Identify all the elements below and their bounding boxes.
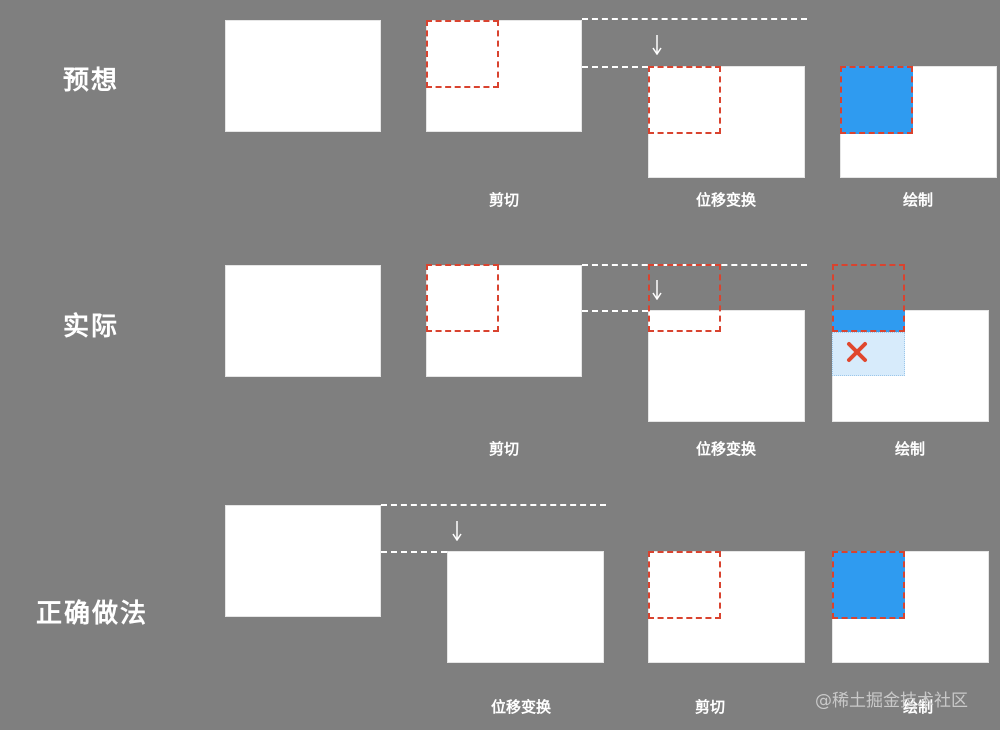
watermark: @稀土掘金技术社区 [815,691,968,711]
original-canvas [225,505,381,617]
translate-canvas [447,551,604,663]
caption-translate: 位移变换 [490,698,551,716]
guide-line-shifted [381,551,447,553]
caption-draw: 绘制 [894,440,925,458]
row-title-actual: 实际 [63,312,120,342]
down-arrow-icon [652,35,662,55]
clip-region [426,20,499,88]
guide-line-shifted [582,66,648,68]
x-mark-icon [847,342,867,362]
unpainted-area [832,332,905,376]
clip-region-stale [832,264,905,332]
original-canvas [225,20,381,132]
clip-canvas [426,265,582,377]
caption-translate: 位移变换 [695,440,756,458]
clip-region-stale [648,264,721,332]
guide-line-top [381,504,606,506]
caption-draw: 绘制 [902,698,933,716]
painted-area [832,310,905,332]
caption-clip: 剪切 [488,440,519,458]
caption-translate: 位移变换 [695,191,756,209]
down-arrow-icon [452,521,462,541]
row-title-expected: 预想 [63,66,120,96]
clip-region [426,264,499,332]
row-title-correct: 正确做法 [36,599,149,629]
caption-clip: 剪切 [488,191,519,209]
clip-canvas [648,551,805,663]
clip-region [832,551,905,619]
clip-region [648,66,721,134]
clip-canvas [426,20,582,132]
guide-line-shifted [582,310,648,312]
painted-area [832,551,905,619]
caption-draw: 绘制 [902,191,933,209]
clip-region [840,66,913,134]
clip-region [648,551,721,619]
down-arrow-icon [652,280,662,300]
caption-clip: 剪切 [694,698,725,716]
translate-canvas [648,310,805,422]
painted-area [840,66,913,134]
guide-line-top [582,18,807,20]
original-canvas [225,265,381,377]
translate-canvas [648,66,805,178]
